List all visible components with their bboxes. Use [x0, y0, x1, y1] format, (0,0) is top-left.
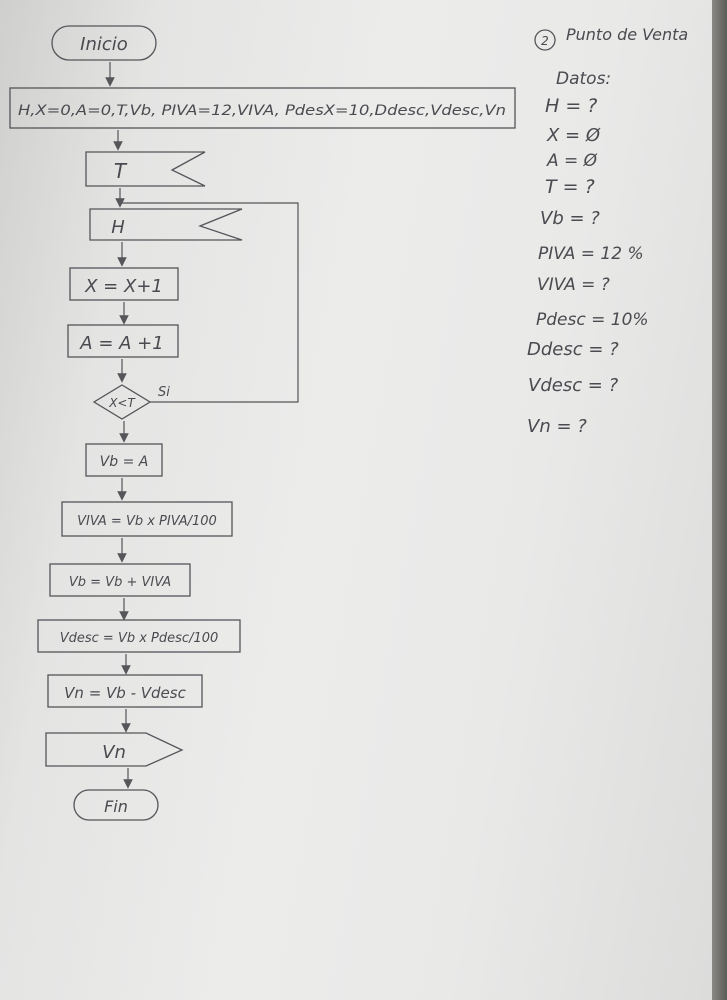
notes-section: 2 Punto de Venta Datos: H = ? X = Ø A = …: [527, 25, 688, 437]
decision-yes-label: Si: [158, 385, 170, 400]
notes-title: Punto de Venta: [566, 25, 688, 44]
step-viva-label: VIVA = Vb x PIVA/100: [77, 514, 217, 529]
end-terminator: Fin: [73, 789, 159, 821]
init-label: H,X=0,A=0,T,Vb, PIVA=12,VIVA, PdesX=10,D…: [18, 103, 506, 119]
step-x-process: X = X+1: [69, 267, 179, 301]
note-item: H = ?: [545, 95, 597, 117]
decision-label: X<T: [108, 396, 136, 410]
note-item: T = ?: [545, 176, 595, 198]
input-h-shape: H: [89, 208, 243, 241]
input-h-label: H: [111, 217, 125, 238]
note-item: Ddesc = ?: [527, 339, 619, 360]
step-vn-label: Vn = Vb - Vdesc: [64, 684, 186, 702]
step-viva-process: VIVA = Vb x PIVA/100: [61, 501, 233, 537]
data-heading: Datos:: [556, 69, 611, 89]
note-item: Vb = ?: [540, 208, 600, 229]
input-t-label: T: [114, 159, 128, 183]
input-t-shape: T: [85, 151, 206, 187]
decision-diamond: X<T: [92, 384, 152, 420]
step-vdesc-label: Vdesc = Vb x Pdesc/100: [60, 631, 219, 646]
start-label: Inicio: [80, 34, 128, 55]
step-a-process: A = A +1: [67, 324, 179, 358]
step-a-label: A = A +1: [79, 333, 163, 354]
note-item: A = Ø: [546, 151, 598, 171]
step-vn-process: Vn = Vb - Vdesc: [47, 674, 203, 708]
step-vb2-process: Vb = Vb + VIVA: [49, 563, 191, 597]
note-item: PIVA = 12 %: [538, 244, 644, 264]
note-item: VIVA = ?: [537, 275, 610, 295]
note-item: Vn = ?: [527, 416, 587, 437]
step-vb-label: Vb = A: [100, 454, 149, 470]
step-vb-process: Vb = A: [85, 443, 163, 477]
loop-back-line: [120, 202, 299, 403]
step-x-label: X = X+1: [84, 276, 163, 297]
init-process: H,X=0,A=0,T,Vb, PIVA=12,VIVA, PdesX=10,D…: [9, 87, 516, 129]
start-terminator: Inicio: [51, 25, 157, 61]
title-number-circle: [534, 29, 556, 51]
output-label: Vn: [102, 742, 126, 763]
paper-edge-shadow: [712, 0, 727, 1000]
title-number: 2: [541, 34, 549, 48]
note-item: Vdesc = ?: [528, 375, 619, 396]
end-label: Fin: [104, 797, 128, 816]
note-item: Pdesc = 10%: [536, 310, 649, 330]
output-shape: Vn: [45, 732, 184, 767]
step-vdesc-process: Vdesc = Vb x Pdesc/100: [37, 619, 241, 653]
note-item: X = Ø: [546, 125, 601, 146]
step-vb2-label: Vb = Vb + VIVA: [69, 575, 171, 590]
